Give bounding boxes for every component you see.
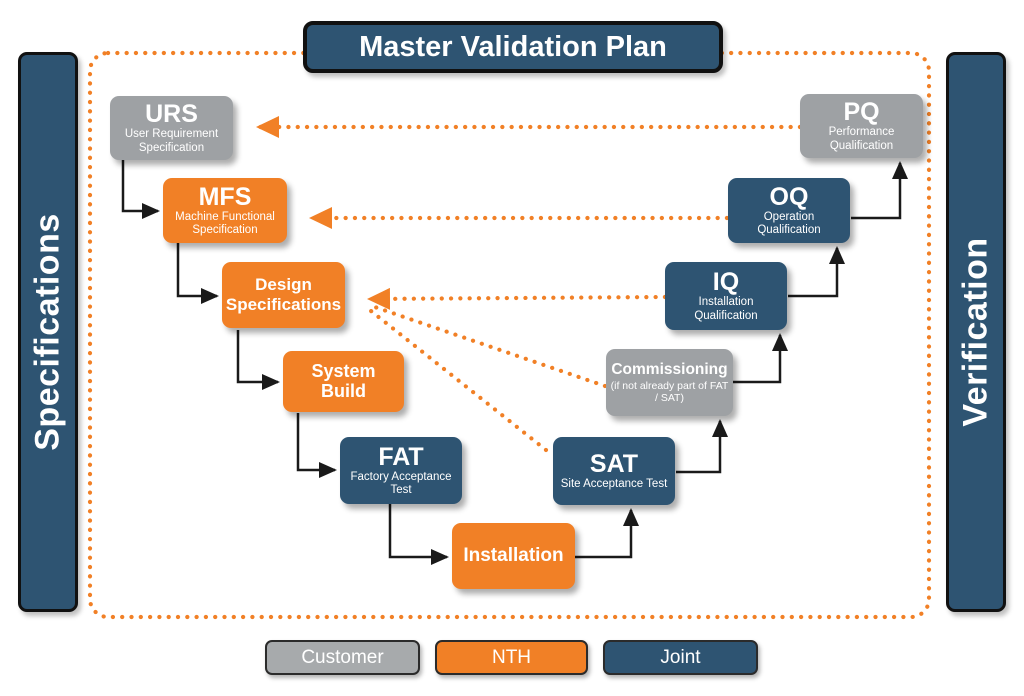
master-validation-plan-title: Master Validation Plan	[303, 21, 723, 73]
flow-arrow-mfs-to-design	[176, 243, 219, 304]
node-commissioning-label: Commissioning	[611, 360, 728, 378]
node-design-label: Design Specifications	[225, 274, 342, 314]
node-iq-acronym: IQ	[712, 268, 740, 297]
flow-arrow-design-to-systembuild	[236, 330, 280, 390]
flow-arrow-fat-to-installation	[388, 504, 449, 565]
node-pq-acronym: PQ	[843, 98, 880, 127]
node-urs-acronym: URS	[145, 100, 198, 129]
node-installation: Installation	[452, 523, 575, 589]
node-pq: PQ Performance Qualification	[800, 94, 923, 158]
node-installation-label: Installation	[463, 544, 564, 566]
node-mfs: MFS Machine Functional Specification	[163, 178, 287, 243]
legend-nth: NTH	[435, 640, 588, 675]
specifications-sidebar: Specifications	[18, 52, 78, 612]
node-sat: SAT Site Acceptance Test	[553, 437, 675, 505]
node-fat-acronym: FAT	[378, 442, 424, 471]
legend-nth-label: NTH	[491, 646, 532, 668]
node-oq-acronym: OQ	[769, 182, 809, 211]
node-pq-subtitle: Performance Qualification	[828, 126, 895, 152]
node-commissioning-subtitle: (if not already part of FAT / SAT)	[610, 379, 729, 405]
node-mfs-subtitle: Machine Functional Specification	[175, 210, 275, 237]
feedback-arrow-iq-to-design	[366, 287, 668, 310]
node-oq: OQ Operation Qualification	[728, 178, 850, 243]
flow-arrow-iq-to-oq	[788, 246, 845, 298]
node-commissioning: Commissioning (if not already part of FA…	[606, 349, 733, 416]
node-system-build-label: System Build	[311, 360, 376, 401]
node-fat: FAT Factory Acceptance Test	[340, 437, 462, 504]
node-iq: IQ Installation Qualification	[665, 262, 787, 330]
node-urs: URS User Requirement Specification	[110, 96, 233, 160]
feedback-arrow-commissioning-to-design	[366, 302, 608, 389]
verification-sidebar: Verification	[946, 52, 1006, 612]
node-urs-subtitle: User Requirement Specification	[124, 128, 219, 154]
legend-joint: Joint	[603, 640, 758, 675]
verification-label: Verification	[956, 237, 995, 427]
node-iq-subtitle: Installation Qualification	[694, 296, 758, 322]
node-sat-subtitle: Site Acceptance Test	[560, 478, 668, 491]
flow-arrow-systembuild-to-fat	[296, 413, 337, 478]
flow-arrow-sat-to-commissioning	[676, 419, 728, 474]
node-sat-acronym: SAT	[589, 449, 639, 478]
legend-joint-label: Joint	[660, 646, 701, 668]
flow-arrow-oq-to-pq	[851, 161, 908, 220]
node-design-specifications: Design Specifications	[222, 262, 345, 328]
flow-arrow-installation-to-sat	[575, 508, 639, 559]
node-mfs-acronym: MFS	[198, 182, 252, 211]
title-label: Master Validation Plan	[359, 30, 667, 63]
flow-arrow-commissioning-to-iq	[733, 333, 788, 384]
node-system-build: System Build	[283, 351, 404, 412]
flow-arrow-urs-to-mfs	[121, 160, 160, 219]
node-oq-subtitle: Operation Qualification	[757, 210, 821, 237]
legend-customer: Customer	[265, 640, 420, 675]
specifications-label: Specifications	[28, 213, 67, 451]
legend-customer-label: Customer	[301, 646, 384, 668]
node-fat-subtitle: Factory Acceptance Test	[350, 470, 452, 497]
